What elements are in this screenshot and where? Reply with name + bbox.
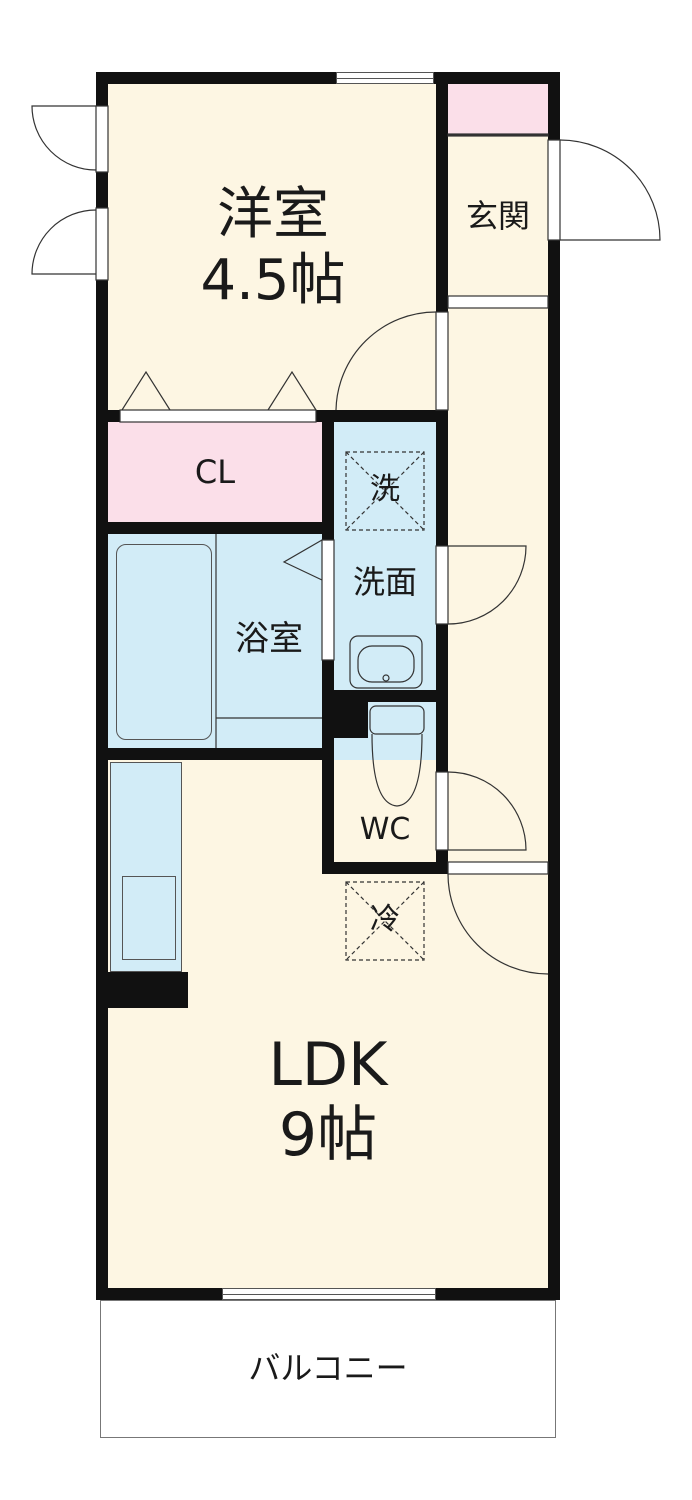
wall-core-right [436, 410, 448, 874]
toilet-label: WC [359, 812, 411, 847]
entrance-label: 玄関 [465, 197, 530, 235]
wall-wash-wc [322, 690, 448, 702]
ldk-name: LDK [268, 1030, 388, 1100]
washer-label: 洗 [370, 472, 400, 507]
balcony-label: バルコニー [248, 1349, 408, 1387]
western-room-size: 4.5帖 [200, 248, 346, 313]
sink-basin [122, 876, 176, 960]
wall-western-right [436, 72, 448, 312]
window-western [336, 72, 434, 84]
western-room-name: 洋室 [217, 182, 329, 247]
bath-label: 浴室 [235, 619, 303, 659]
ldk-size: 9帖 [278, 1100, 378, 1170]
bath-room [108, 534, 322, 748]
entrance-tile [448, 82, 548, 134]
closet-label: CL [194, 453, 236, 491]
window-ldk [222, 1288, 436, 1300]
western-room [108, 82, 438, 412]
balcony [100, 1300, 556, 1438]
washroom-label: 洗面 [352, 563, 417, 601]
wall-bath-bottom [96, 748, 334, 760]
bathtub [116, 544, 212, 740]
ldk-hall-extension [322, 862, 548, 982]
wall-kitchen-block [96, 972, 188, 1008]
closet-room [108, 422, 322, 522]
hallway [448, 82, 548, 862]
wall-outer-right [548, 72, 560, 1300]
wall-wc-block [334, 702, 368, 738]
fridge-label: 冷 [370, 902, 400, 937]
wall-core-bottom [322, 862, 448, 874]
kitchen-counter [110, 762, 182, 972]
wall-closet-bottom [96, 522, 334, 534]
washroom-area [334, 422, 436, 690]
